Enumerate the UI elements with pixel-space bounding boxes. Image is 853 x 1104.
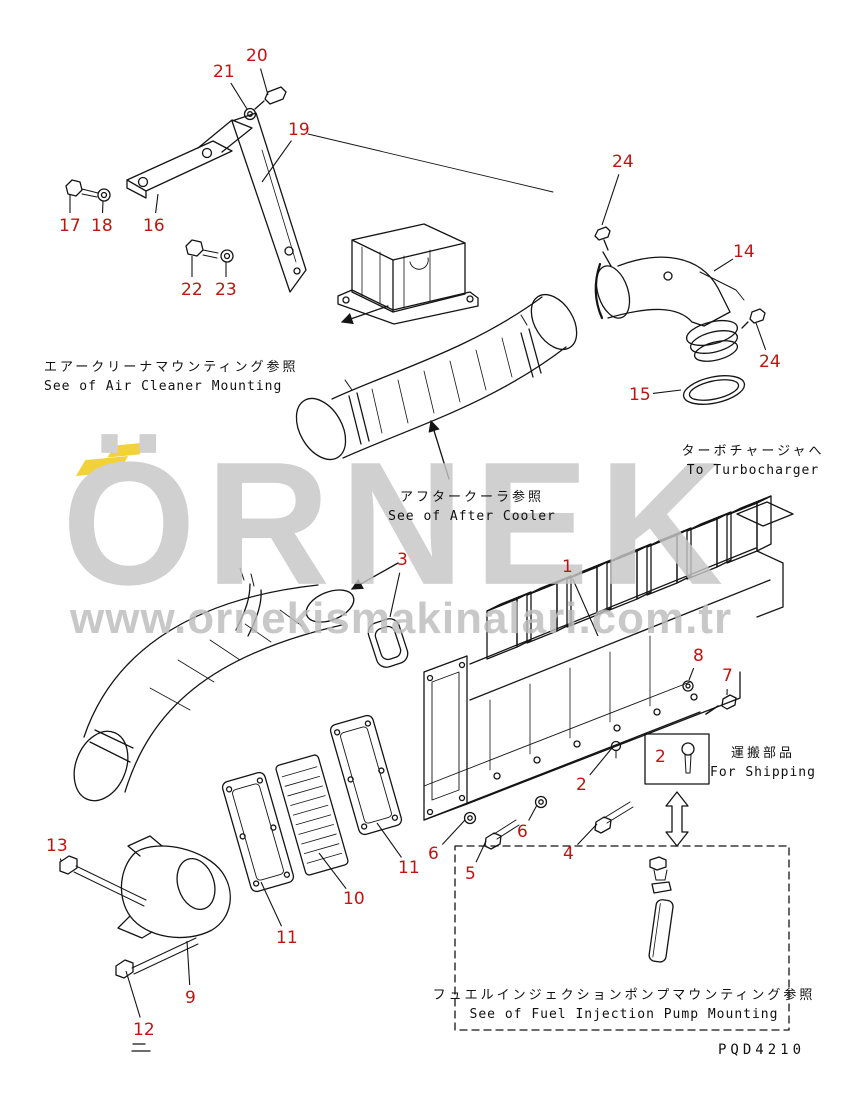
manifold-gaskets (221, 714, 403, 893)
after-cooler-hose (295, 293, 578, 461)
fitting-icon (649, 856, 667, 871)
after-cooler-arrow-down (350, 562, 399, 590)
hose-clamp (89, 729, 134, 763)
gasket-3 (367, 618, 409, 668)
hose-clamp (235, 583, 262, 637)
clamp-bolt-24 (594, 226, 611, 241)
double-arrow (665, 791, 689, 847)
washer-23 (220, 249, 234, 263)
gasket-11-right (329, 714, 403, 836)
hose-clamp (348, 392, 370, 445)
washer-6b (534, 795, 548, 809)
bolt-4 (594, 816, 612, 834)
washer-6a (463, 811, 477, 825)
after-cooler-arrow-up (428, 419, 450, 480)
shipping-bolt-icon (681, 742, 695, 756)
bolt-13 (59, 855, 78, 875)
bolt-20 (264, 86, 287, 105)
duct-mount (337, 223, 479, 325)
edge-marks (131, 1043, 151, 1052)
drawing-code: PQD4210 (718, 1042, 806, 1058)
manifold-fasteners (463, 680, 737, 850)
bolt-12 (115, 959, 134, 979)
elbow-clamp (594, 262, 604, 320)
hose-clamp (520, 328, 542, 378)
bolt-17 (65, 179, 83, 197)
shipping-box (644, 733, 710, 847)
air-connector (59, 835, 231, 979)
turbo-elbow (594, 226, 766, 362)
bolt-7 (721, 694, 737, 710)
intake-manifold (423, 495, 794, 821)
leader-lines (59, 68, 767, 1018)
fuel-pump-box (454, 845, 790, 1031)
turbo-gasket (682, 375, 746, 405)
clamp-bolt-24b (749, 308, 766, 324)
washer-18 (97, 188, 111, 202)
tube-icon (648, 899, 674, 963)
washer-21 (243, 107, 257, 121)
cover-10 (275, 754, 349, 876)
washer-8 (682, 680, 694, 692)
gasket-11-left (221, 771, 295, 893)
air-cleaner-bracket (65, 86, 554, 293)
air-inlet-hose (73, 567, 355, 802)
bolt-22 (185, 239, 204, 257)
